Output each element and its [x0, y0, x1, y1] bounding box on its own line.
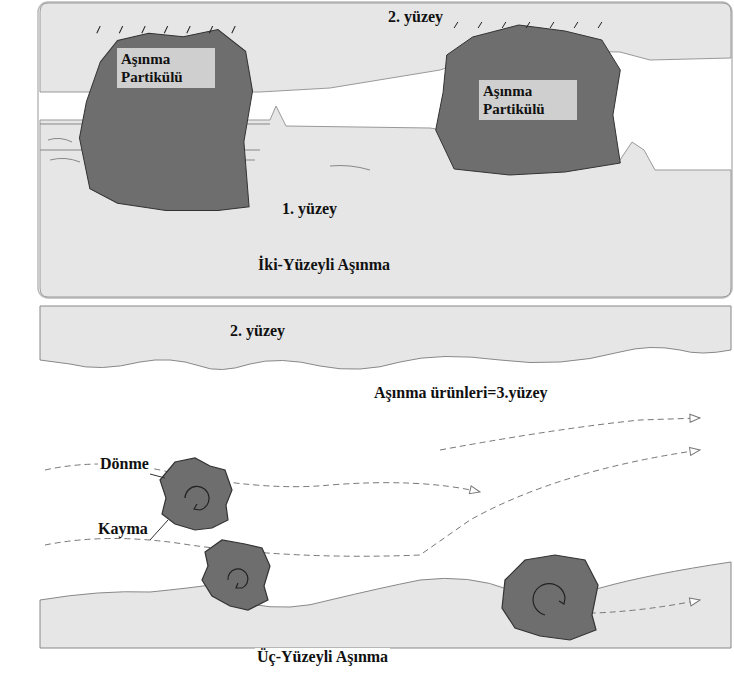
leader-line [150, 520, 168, 540]
wear-particle: Aşınma Partikülü [432, 22, 624, 178]
rotation-arrows [185, 486, 565, 615]
panel-frame [38, 2, 732, 298]
particle-label: Aşınma Partikülü [117, 48, 215, 88]
upper-surface [40, 306, 731, 370]
particle-label: Aşınma Partikülü [479, 80, 577, 120]
part-label: 2. yüzey [386, 8, 445, 26]
lower-surface [40, 562, 731, 648]
part-label: Dönme [98, 455, 151, 473]
figure-caption: Üç-Yüzeyli Aşınma [255, 648, 390, 666]
particle-paths [45, 418, 700, 613]
leader-line [150, 474, 165, 478]
figure-caption: İki-Yüzeyli Aşınma [256, 256, 392, 274]
part-label: 1. yüzey [280, 200, 339, 218]
part-label: Kayma [96, 520, 150, 538]
part-label: 2. yüzey [228, 322, 287, 340]
upper-surface [40, 3, 731, 92]
wear-debris [160, 458, 598, 640]
part-label: Aşınma ürünleri=3.yüzey [372, 384, 550, 402]
wear-particle: Aşınma Partikülü [76, 26, 256, 214]
